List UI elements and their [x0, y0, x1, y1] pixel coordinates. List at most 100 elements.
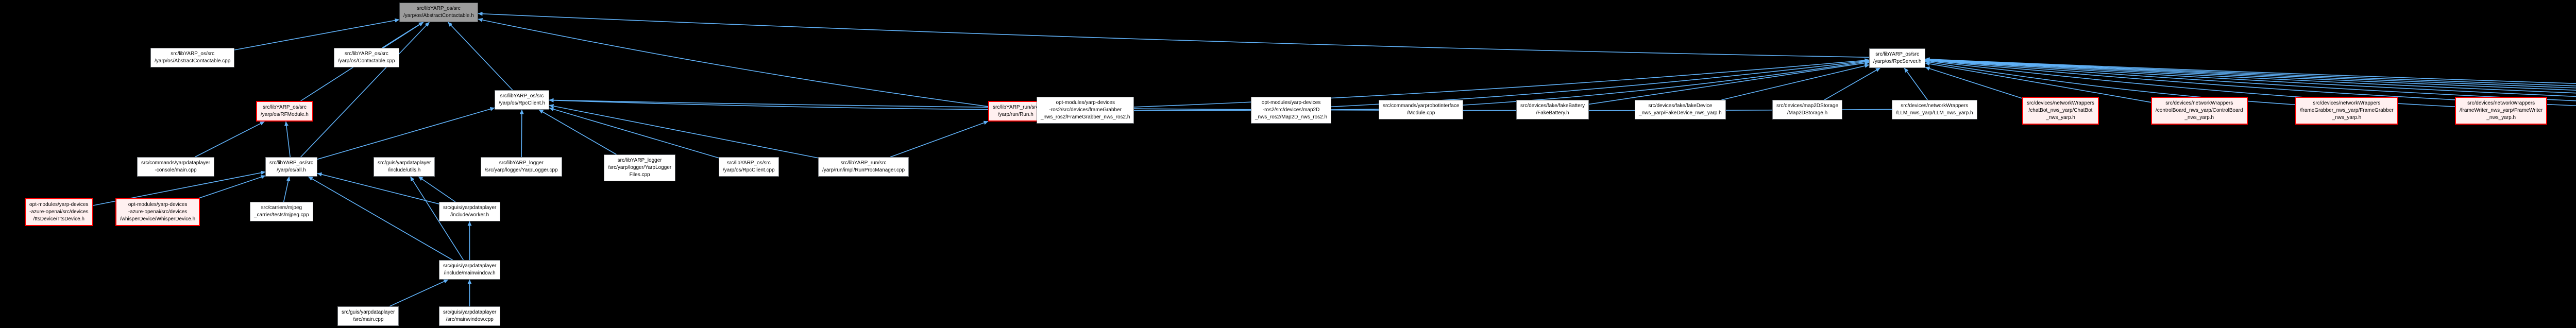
graph-node-label-line: src/devices/networkWrappers	[2467, 100, 2535, 106]
edge-all-h-to-rpcclient-h	[317, 107, 495, 160]
graph-node-worker-h[interactable]: src/guis/yarpdataplayer/include/worker.h	[439, 202, 501, 221]
graph-node-label-line: -ros2/src/devices/map2D	[1262, 107, 1320, 113]
graph-node-label-line: _nws_yarp.h	[2486, 115, 2516, 120]
graph-node-label-line: /whisperDevice/WhisperDevice.h	[120, 216, 196, 222]
graph-node-framegrabber-nws-yarp[interactable]: src/devices/networkWrappers/frameGrabber…	[2295, 97, 2398, 125]
graph-node-label-line: /Module.cpp	[1406, 110, 1435, 116]
graph-node-label-line: src/guis/yarpdataplayer	[342, 309, 395, 315]
graph-node-label-line: src/libYARP_os/src	[171, 51, 215, 57]
graph-node-mainwindow-h[interactable]: src/guis/yarpdataplayer/include/mainwind…	[439, 260, 501, 280]
graph-node-label-line: src/libYARP_logger	[499, 160, 544, 166]
graph-node-label-line: src/devices/networkWrappers	[1901, 103, 1969, 109]
edge-yarploggerfiles-cpp-to-rpcclient-h	[538, 109, 617, 155]
edge-yarpdataplayer-console-main-to-rfmodule-h	[194, 121, 265, 158]
graph-node-label-line: /yarp/os/RpcServer.h	[1873, 59, 1922, 64]
graph-node-llm-nws-yarp[interactable]: src/devices/networkWrappers/LLM_nws_yarp…	[1892, 100, 1977, 119]
edge-abstractcontactable-cpp-to-root	[234, 18, 400, 50]
graph-node-label-line: /yarp/run/Run.h	[997, 112, 1033, 117]
graph-node-label-line: src/devices/networkWrappers	[2165, 100, 2233, 106]
graph-node-label-line: opt-modules/yarp-devices	[1261, 100, 1321, 106]
graph-node-label-line: src/libYARP_os/src	[269, 160, 313, 166]
graph-node-chatbot-nws-yarp[interactable]: src/devices/networkWrappers/chatBot_nws_…	[2022, 97, 2099, 125]
graph-node-yarprobotinterface-module[interactable]: src/commands/yarprobotinterface/Module.c…	[1379, 100, 1464, 119]
graph-node-root[interactable]: src/libYARP_os/src/yarp/os/AbstractConta…	[399, 3, 478, 22]
graph-node-label-line: src/libYARP_os/src	[726, 160, 771, 166]
graph-node-label-line: src/libYARP_os/src	[500, 93, 544, 99]
edge-runprocmanager-cpp-to-run-h	[890, 120, 989, 158]
graph-node-label-line: /frameWriter_nws_yarp/FrameWriter	[2460, 108, 2543, 113]
graph-node-label-line: /yarp/os/RFModule.h	[261, 112, 309, 117]
graph-node-label-line: /yarp/os/RpcClient.h	[499, 100, 546, 106]
graph-node-label-line: /LLM_nws_yarp/LLM_nws_yarp.h	[1896, 110, 1973, 116]
graph-node-rpcclient-cpp[interactable]: src/libYARP_os/src/yarp/os/RpcClient.cpp	[719, 157, 779, 177]
graph-node-label-line: _nws_yarp/FakeDevice_nws_yarp.h	[1639, 110, 1722, 116]
graph-node-gui-main-cpp[interactable]: src/guis/yarpdataplayer/src/main.cpp	[337, 306, 399, 326]
graph-node-map2d-nws-ros2[interactable]: opt-modules/yarp-devices-ros2/src/device…	[1251, 97, 1332, 124]
graph-node-label-line: /include/worker.h	[450, 212, 489, 218]
edge-speechtranscription-nwc-yarp-to-rpcserver-h	[1925, 57, 2576, 89]
graph-node-label-line: src/libYARP_run/src	[840, 160, 887, 166]
graph-node-controlboard-nws-yarp[interactable]: src/devices/networkWrappers/controlBoard…	[2151, 97, 2248, 125]
graph-node-framewriter-nws-yarp[interactable]: src/devices/networkWrappers/frameWriter_…	[2455, 97, 2548, 125]
graph-node-label-line: src/carriers/mjpeg	[261, 205, 302, 211]
edge-speechtranscription-nws-yarp-to-rpcserver-h	[1925, 57, 2576, 87]
graph-node-label-line: src/libYARP_logger	[617, 158, 662, 163]
edge-whisperdevice-h-to-all-h	[198, 175, 266, 199]
graph-node-label-line: _nws_yarp.h	[2332, 115, 2362, 120]
graph-node-map2dstorage-h[interactable]: src/devices/map2DStorage/Map2DStorage.h	[1772, 100, 1843, 119]
graph-node-yarploggerfiles-cpp[interactable]: src/libYARP_logger/src/yarp/logger/YarpL…	[604, 154, 676, 181]
graph-node-label-line: src/commands/yarpdataplayer	[141, 160, 210, 166]
graph-node-yarpdataplayer-console-main[interactable]: src/commands/yarpdataplayer-console/main…	[137, 157, 214, 177]
graph-node-rpcclient-h[interactable]: src/libYARP_os/src/yarp/os/RpcClient.h	[495, 90, 550, 110]
graph-node-label-line: src/devices/fake/fakeBattery	[1520, 103, 1585, 109]
graph-node-label-line: /frameGrabber_nws_yarp/FrameGrabber	[2300, 108, 2394, 113]
graph-node-label-line: opt-modules/yarp-devices	[29, 202, 89, 208]
graph-node-label-line: src/libYARP_os/src	[1875, 51, 1920, 57]
graph-node-label-line: /controlBoard_nws_yarp/ControlBoard	[2156, 108, 2243, 113]
graph-node-utils-h[interactable]: src/guis/yarpdataplayer/include/utils.h	[374, 157, 435, 177]
graph-node-runprocmanager-cpp[interactable]: src/libYARP_run/src/yarp/run/impl/RunPro…	[818, 157, 909, 177]
graph-node-label-line: src/libYARP_os/src	[344, 51, 388, 57]
graph-node-fakedevice-nws-yarp[interactable]: src/devices/fake/fakeDevice_nws_yarp/Fak…	[1635, 100, 1726, 119]
graph-node-label-line: src/libYARP_run/src	[993, 105, 1039, 110]
graph-node-yarplogger-cpp[interactable]: src/libYARP_logger/src/yarp/logger/YarpL…	[481, 157, 562, 177]
graph-node-label-line: src/devices/networkWrappers	[2027, 100, 2094, 106]
graph-node-label-line: -azure-openai/src/devices	[128, 209, 188, 215]
edge-mjpeg-cpp-to-all-h	[283, 176, 291, 202]
edge-mainwindow-h-to-utils-h	[410, 176, 464, 261]
graph-node-run-h[interactable]: src/libYARP_run/src/yarp/run/Run.h	[988, 101, 1043, 122]
graph-node-label-line: /yarp/os/AbstractContactable.h	[403, 13, 474, 19]
graph-node-all-h[interactable]: src/libYARP_os/src/yarp/os/all.h	[265, 157, 317, 177]
graph-node-mjpeg-cpp[interactable]: src/carriers/mjpeg_carrier/tests/mjpeg.c…	[250, 202, 313, 221]
graph-node-label-line: /src/yarp/logger/YarpLogger.cpp	[485, 167, 558, 173]
graph-node-label-line: /yarp/os/Contactable.cpp	[338, 58, 395, 64]
graph-node-label-line: src/commands/yarprobotinterface	[1383, 103, 1460, 109]
graph-node-rpcserver-h[interactable]: src/libYARP_os/src/yarp/os/RpcServer.h	[1869, 48, 1926, 68]
graph-node-label-line: src/libYARP_os/src	[262, 105, 307, 110]
edge-rpcclient-cpp-to-rpcclient-h	[549, 107, 719, 159]
edge-llm-nws-yarp-to-rpcserver-h	[1904, 67, 1928, 100]
edge-worker-h-to-all-h	[317, 172, 439, 204]
edge-all-h-to-root	[300, 22, 430, 158]
graph-node-label-line: /include/utils.h	[388, 167, 421, 173]
graph-node-contactable-cpp[interactable]: src/libYARP_os/src/yarp/os/Contactable.c…	[334, 48, 399, 67]
edge-mainwindow-h-to-all-h	[308, 176, 453, 261]
graph-node-mainwindow-cpp[interactable]: src/guis/yarpdataplayer/src/mainwindow.c…	[439, 306, 501, 326]
graph-node-label-line: src/libYARP_os/src	[416, 6, 461, 11]
edge-worker-h-to-utils-h	[418, 176, 456, 202]
graph-node-rfmodule-h[interactable]: src/libYARP_os/src/yarp/os/RFModule.h	[256, 101, 313, 122]
graph-node-abstractcontactable-cpp[interactable]: src/libYARP_os/src/yarp/os/AbstractConta…	[150, 48, 235, 67]
graph-node-label-line: _nws_ros2/FrameGrabber_nws_ros2.h	[1041, 114, 1130, 120]
graph-node-ttsdevice-h[interactable]: opt-modules/yarp-devices-azure-openai/sr…	[25, 198, 93, 226]
graph-node-framegrabber-nws-ros2[interactable]: opt-modules/yarp-devices-ros2/src/device…	[1037, 97, 1134, 124]
graph-node-label-line: /yarp/os/all.h	[277, 167, 306, 173]
graph-node-label-line: /FakeBattery.h	[1536, 110, 1569, 116]
graph-node-label-line: /Map2DStorage.h	[1787, 110, 1828, 116]
edge-fakebattery-h-to-rpcserver-h	[1588, 61, 1870, 105]
graph-node-whisperdevice-h[interactable]: opt-modules/yarp-devices-azure-openai/sr…	[115, 198, 200, 226]
graph-node-label-line: Files.cpp	[629, 172, 650, 178]
graph-node-label-line: /src/main.cpp	[352, 317, 384, 322]
graph-node-fakebattery-h[interactable]: src/devices/fake/fakeBattery/FakeBattery…	[1516, 100, 1589, 119]
graph-node-label-line: src/guis/yarpdataplayer	[443, 263, 497, 269]
